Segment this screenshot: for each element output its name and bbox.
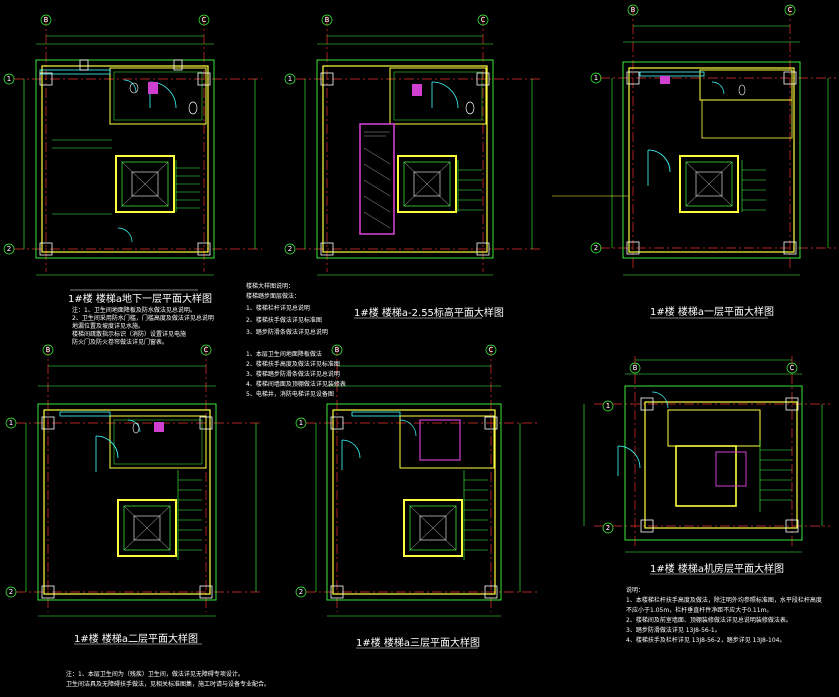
note-line: 3、楼梯踏步防滑条做法详见总说明 bbox=[246, 370, 340, 378]
note-line: 5、电梯井，消防电梯详见设备图 bbox=[246, 390, 334, 398]
plan-basement: B C 1 2 1#楼 楼梯a地下一层平面大样图 bbox=[3, 14, 262, 305]
note-line: 2、卫生间采用防水门槛，门槛高度及做法详见总说明 bbox=[72, 314, 214, 322]
axis-label-1: 1 bbox=[594, 74, 598, 82]
axis-label-1: 1 bbox=[288, 75, 292, 83]
note-line: 注：1、本层卫生间为（残疾）卫生间，做法详见无障碍专项设计。 bbox=[66, 670, 244, 678]
note-line: 楼梯大样图说明： bbox=[246, 282, 294, 290]
notes-right: 说明： 1、本楼梯栏杆扶手高度及做法，除注明外均参照标准图，水平段栏杆高度 不应… bbox=[626, 586, 822, 644]
axis-label-2: 2 bbox=[9, 588, 13, 596]
axis-label-2: 2 bbox=[7, 245, 11, 253]
axis-label-2: 2 bbox=[594, 244, 598, 252]
note-line: 卫生间洁具及无障碍扶手做法，见相关标准图集，施工时请与设备专业配合。 bbox=[66, 680, 270, 688]
axis-label-b: B bbox=[631, 6, 636, 14]
axis-label-2: 2 bbox=[288, 245, 292, 253]
axis-label-1: 1 bbox=[299, 419, 303, 427]
notes-bottom-left: 注：1、本层卫生间为（残疾）卫生间，做法详见无障碍专项设计。 卫生间洁具及无障碍… bbox=[66, 670, 270, 688]
axis-label-1: 1 bbox=[7, 75, 11, 83]
plan-mezzanine: B C 1 2 1#楼 楼梯a-2.55标高平面大样图 bbox=[284, 14, 540, 319]
notes-basement: 注：1、卫生间地面降板及防水做法见总说明。 2、卫生间采用防水门槛，门槛高度及做… bbox=[72, 306, 214, 346]
plan-roof: B C 1 2 1#楼 楼梯a机房层平面大样图 bbox=[583, 356, 830, 575]
note-line: 楼梯踏步面层做法： bbox=[246, 292, 300, 300]
axis-label-1: 1 bbox=[9, 419, 13, 427]
note-line: 2、楼梯间及前室墙面、顶棚装修做法详见总说明装修做法表。 bbox=[626, 616, 792, 624]
plan-third-floor: B C 1 2 1#楼 楼梯a三层平面大样图 bbox=[295, 344, 540, 649]
plan-title: 1#楼 楼梯a机房层平面大样图 bbox=[650, 562, 784, 575]
note-line: 3、踏步防滑条做法详见总说明 bbox=[246, 328, 328, 336]
plan-title: 1#楼 楼梯a二层平面大样图 bbox=[74, 632, 198, 645]
note-line: 2、楼梯扶手高度及做法详见标准图 bbox=[246, 360, 340, 368]
axis-label-2: 2 bbox=[606, 524, 610, 532]
axis-label-1: 1 bbox=[606, 402, 610, 410]
axis-label-c: C bbox=[788, 6, 793, 14]
axis-label-b: B bbox=[44, 16, 49, 24]
note-line: 4、楼梯扶手及栏杆详见 13J8-56-2，踏步详见 13J8-104。 bbox=[626, 636, 785, 644]
note-line: 不应小于1.05m，栏杆垂直杆件净距不应大于0.11m。 bbox=[626, 606, 772, 614]
plan-title: 1#楼 楼梯a一层平面大样图 bbox=[650, 305, 774, 318]
plan-second-floor: B C 1 2 1#楼 楼梯a二层平面大样图 bbox=[5, 344, 262, 645]
axis-label-2: 2 bbox=[299, 588, 303, 596]
note-line: 1、楼梯栏杆详见总说明 bbox=[246, 304, 310, 312]
note-line: 说明： bbox=[626, 586, 644, 594]
axis-label-b: B bbox=[325, 16, 330, 24]
note-line: 地漏位置及坡度详见水施。 bbox=[72, 322, 144, 330]
note-line: 注：1、卫生间地面降板及防水做法见总说明。 bbox=[72, 306, 196, 314]
axis-label-c: C bbox=[790, 364, 795, 372]
axis-label-c: C bbox=[204, 346, 209, 354]
note-line: 1、本楼梯栏杆扶手高度及做法，除注明外均参照标准图，水平段栏杆高度 bbox=[626, 596, 822, 604]
plan-title: 1#楼 楼梯a-2.55标高平面大样图 bbox=[354, 306, 504, 319]
axis-label-b: B bbox=[335, 346, 340, 354]
note-line: 2、楼梯扶手做法详见标准图 bbox=[246, 316, 322, 324]
note-line: 4、楼梯间墙面及顶棚做法详见装修表 bbox=[246, 380, 346, 388]
axis-label-b: B bbox=[633, 364, 638, 372]
axis-label-c: C bbox=[489, 346, 494, 354]
axis-label-c: C bbox=[481, 16, 486, 24]
note-line: 楼梯间疏散指示标识（消防）设置详见电施 bbox=[72, 330, 186, 338]
plan-title: 1#楼 楼梯a地下一层平面大样图 bbox=[68, 292, 212, 305]
plan-first-floor: B C 1 2 1#楼 楼梯a一层平面大样图 bbox=[552, 4, 836, 319]
notes-center: 楼梯大样图说明： 楼梯踏步面层做法： 1、楼梯栏杆详见总说明 2、楼梯扶手做法详… bbox=[246, 282, 346, 398]
note-line: 3、踏步防滑做法详见 13J8-56-1。 bbox=[626, 626, 721, 634]
plan-title: 1#楼 楼梯a三层平面大样图 bbox=[356, 636, 480, 649]
note-line: 1、本层卫生间地面降板做法 bbox=[246, 350, 322, 358]
note-line: 防火门及防火卷帘做法详见门窗表。 bbox=[72, 338, 168, 346]
axis-label-b: B bbox=[46, 346, 51, 354]
axis-label-c: C bbox=[202, 16, 207, 24]
